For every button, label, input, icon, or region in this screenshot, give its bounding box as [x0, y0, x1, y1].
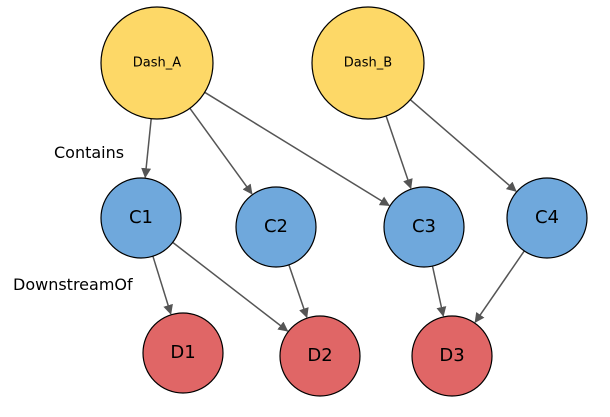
chart-node-c1[interactable]: C1	[100, 177, 182, 259]
dataset-node-d3-shape	[411, 315, 493, 397]
dataset-label-d3: D3	[439, 345, 464, 366]
dashboard-label-dash-b: Dash_B	[344, 56, 392, 71]
chart-label-c1: C1	[129, 207, 153, 228]
edge-c4-to-d3	[474, 250, 525, 324]
edge-dash-b-to-c4	[409, 99, 517, 192]
chart-node-c4[interactable]: C4	[506, 177, 588, 259]
edge-dash-a-to-c1	[141, 118, 152, 179]
dataset-node-d2[interactable]: D2	[279, 315, 361, 397]
chart-label-c2: C2	[264, 216, 288, 237]
dashboard-label-dash-a: Dash_A	[133, 56, 181, 71]
edge-c1-to-d1	[152, 255, 173, 315]
chart-label-c3: C3	[412, 216, 436, 237]
chart-node-c1-shape	[100, 177, 182, 259]
dashboard-node-dash-a-shape	[100, 6, 214, 120]
chart-node-c2[interactable]: C2	[235, 186, 317, 268]
edge-dash-a-to-c3	[204, 91, 390, 207]
edge-c2-to-d2	[288, 264, 309, 319]
chart-node-c4-shape	[506, 177, 588, 259]
dataset-label-d1: D1	[170, 342, 195, 363]
chart-node-c3[interactable]: C3	[383, 186, 465, 268]
dashboard-node-dash-b-shape	[311, 6, 425, 120]
edge-dash-a-to-c2	[189, 107, 253, 195]
edge-c1-to-d2	[172, 241, 289, 332]
dashboard-node-dash-a[interactable]: Dash_A	[100, 6, 214, 120]
dataset-node-d1-shape	[142, 312, 224, 394]
edge-label-downstream-of: DownstreamOf	[13, 275, 133, 294]
chart-node-c3-shape	[383, 186, 465, 268]
dataset-node-d2-shape	[279, 315, 361, 397]
dataset-label-d2: D2	[307, 345, 332, 366]
chart-node-c2-shape	[235, 186, 317, 268]
edge-dash-b-to-c3	[385, 115, 413, 190]
dataset-node-d3[interactable]: D3	[411, 315, 493, 397]
edge-c3-to-d3	[431, 265, 447, 317]
chart-label-c4: C4	[535, 207, 559, 228]
dashboard-node-dash-b[interactable]: Dash_B	[311, 6, 425, 120]
dataset-node-d1[interactable]: D1	[142, 312, 224, 394]
edge-label-contains: Contains	[54, 143, 124, 162]
edges-layer	[141, 91, 525, 332]
